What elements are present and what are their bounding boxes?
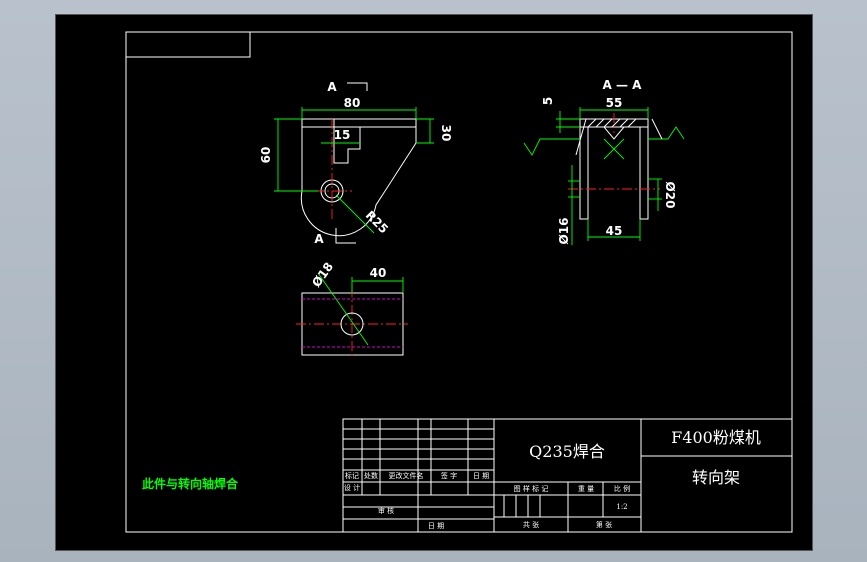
dim-30: 30	[439, 125, 453, 142]
tb-date2: 日 期	[428, 522, 444, 530]
section-hatch	[587, 118, 637, 128]
tb-ratio: 比 例	[614, 484, 630, 493]
section-label-top: A	[327, 80, 337, 94]
right-leg	[639, 126, 649, 220]
dim-r25: R25	[363, 208, 391, 236]
section-view: A — A 55	[523, 78, 685, 245]
tb-sheet: 第 张	[596, 520, 612, 529]
tb-mark: 标记	[345, 471, 359, 480]
dim-45: 45	[606, 224, 623, 238]
tb-part-name: 转向架	[692, 468, 740, 487]
tb-drawing-mark: 图 样 标 记	[514, 484, 549, 493]
tb-change-doc: 更改文件名	[389, 471, 424, 480]
bracket-outline	[300, 118, 417, 237]
section-label-bottom: A	[314, 232, 324, 246]
section-arrow-top	[347, 82, 368, 91]
top-view: Ø18 40	[296, 260, 408, 359]
weld-leader-left	[523, 138, 580, 156]
drawing-frame	[125, 31, 793, 533]
revision-grid	[343, 419, 495, 532]
corner-box	[125, 31, 251, 58]
dim-55: 55	[606, 96, 623, 110]
tb-total-sheets: 共 张	[523, 520, 539, 529]
radius-leader	[335, 194, 375, 234]
tb-scale: 1:2	[616, 503, 627, 511]
title-block: 标记 处数 更改文件名 签 字 日 期 设 计 日 期 Q235焊合 F400粉…	[342, 418, 793, 533]
tb-date: 日 期	[473, 472, 489, 480]
tb-product-name: F400粉煤机	[671, 428, 761, 447]
cad-viewport[interactable]: A A 80 15 30 60 R25	[55, 14, 813, 551]
tb-review: 审 核	[378, 506, 394, 515]
dim-d16: Ø16	[557, 218, 571, 245]
section-arrow-bottom	[335, 228, 356, 244]
weld-leader-right	[648, 126, 685, 140]
dim-d18: Ø18	[309, 260, 336, 290]
d18-leader	[317, 272, 369, 346]
dim-40: 40	[370, 266, 387, 280]
tb-sign: 签 字	[441, 471, 457, 480]
drawing-canvas[interactable]: A A 80 15 30 60 R25	[56, 15, 812, 550]
tb-design: 设 计	[344, 483, 360, 492]
dim-5: 5	[541, 97, 555, 105]
top-view-hole	[340, 312, 364, 336]
left-leg	[579, 126, 589, 220]
welding-note: 此件与转向轴焊合	[142, 476, 239, 491]
dim-d20: Ø20	[663, 182, 677, 209]
dim-80: 80	[344, 96, 361, 110]
inner-step	[333, 119, 361, 164]
section-title: A — A	[603, 78, 643, 92]
dim-60: 60	[259, 147, 273, 164]
dim-15: 15	[334, 128, 351, 142]
info-grid	[494, 482, 641, 532]
tb-count: 处数	[364, 471, 378, 480]
tb-weight: 重 量	[578, 485, 594, 493]
front-view: A A 80 15 30 60 R25	[259, 80, 453, 246]
tb-material: Q235焊合	[529, 442, 605, 461]
